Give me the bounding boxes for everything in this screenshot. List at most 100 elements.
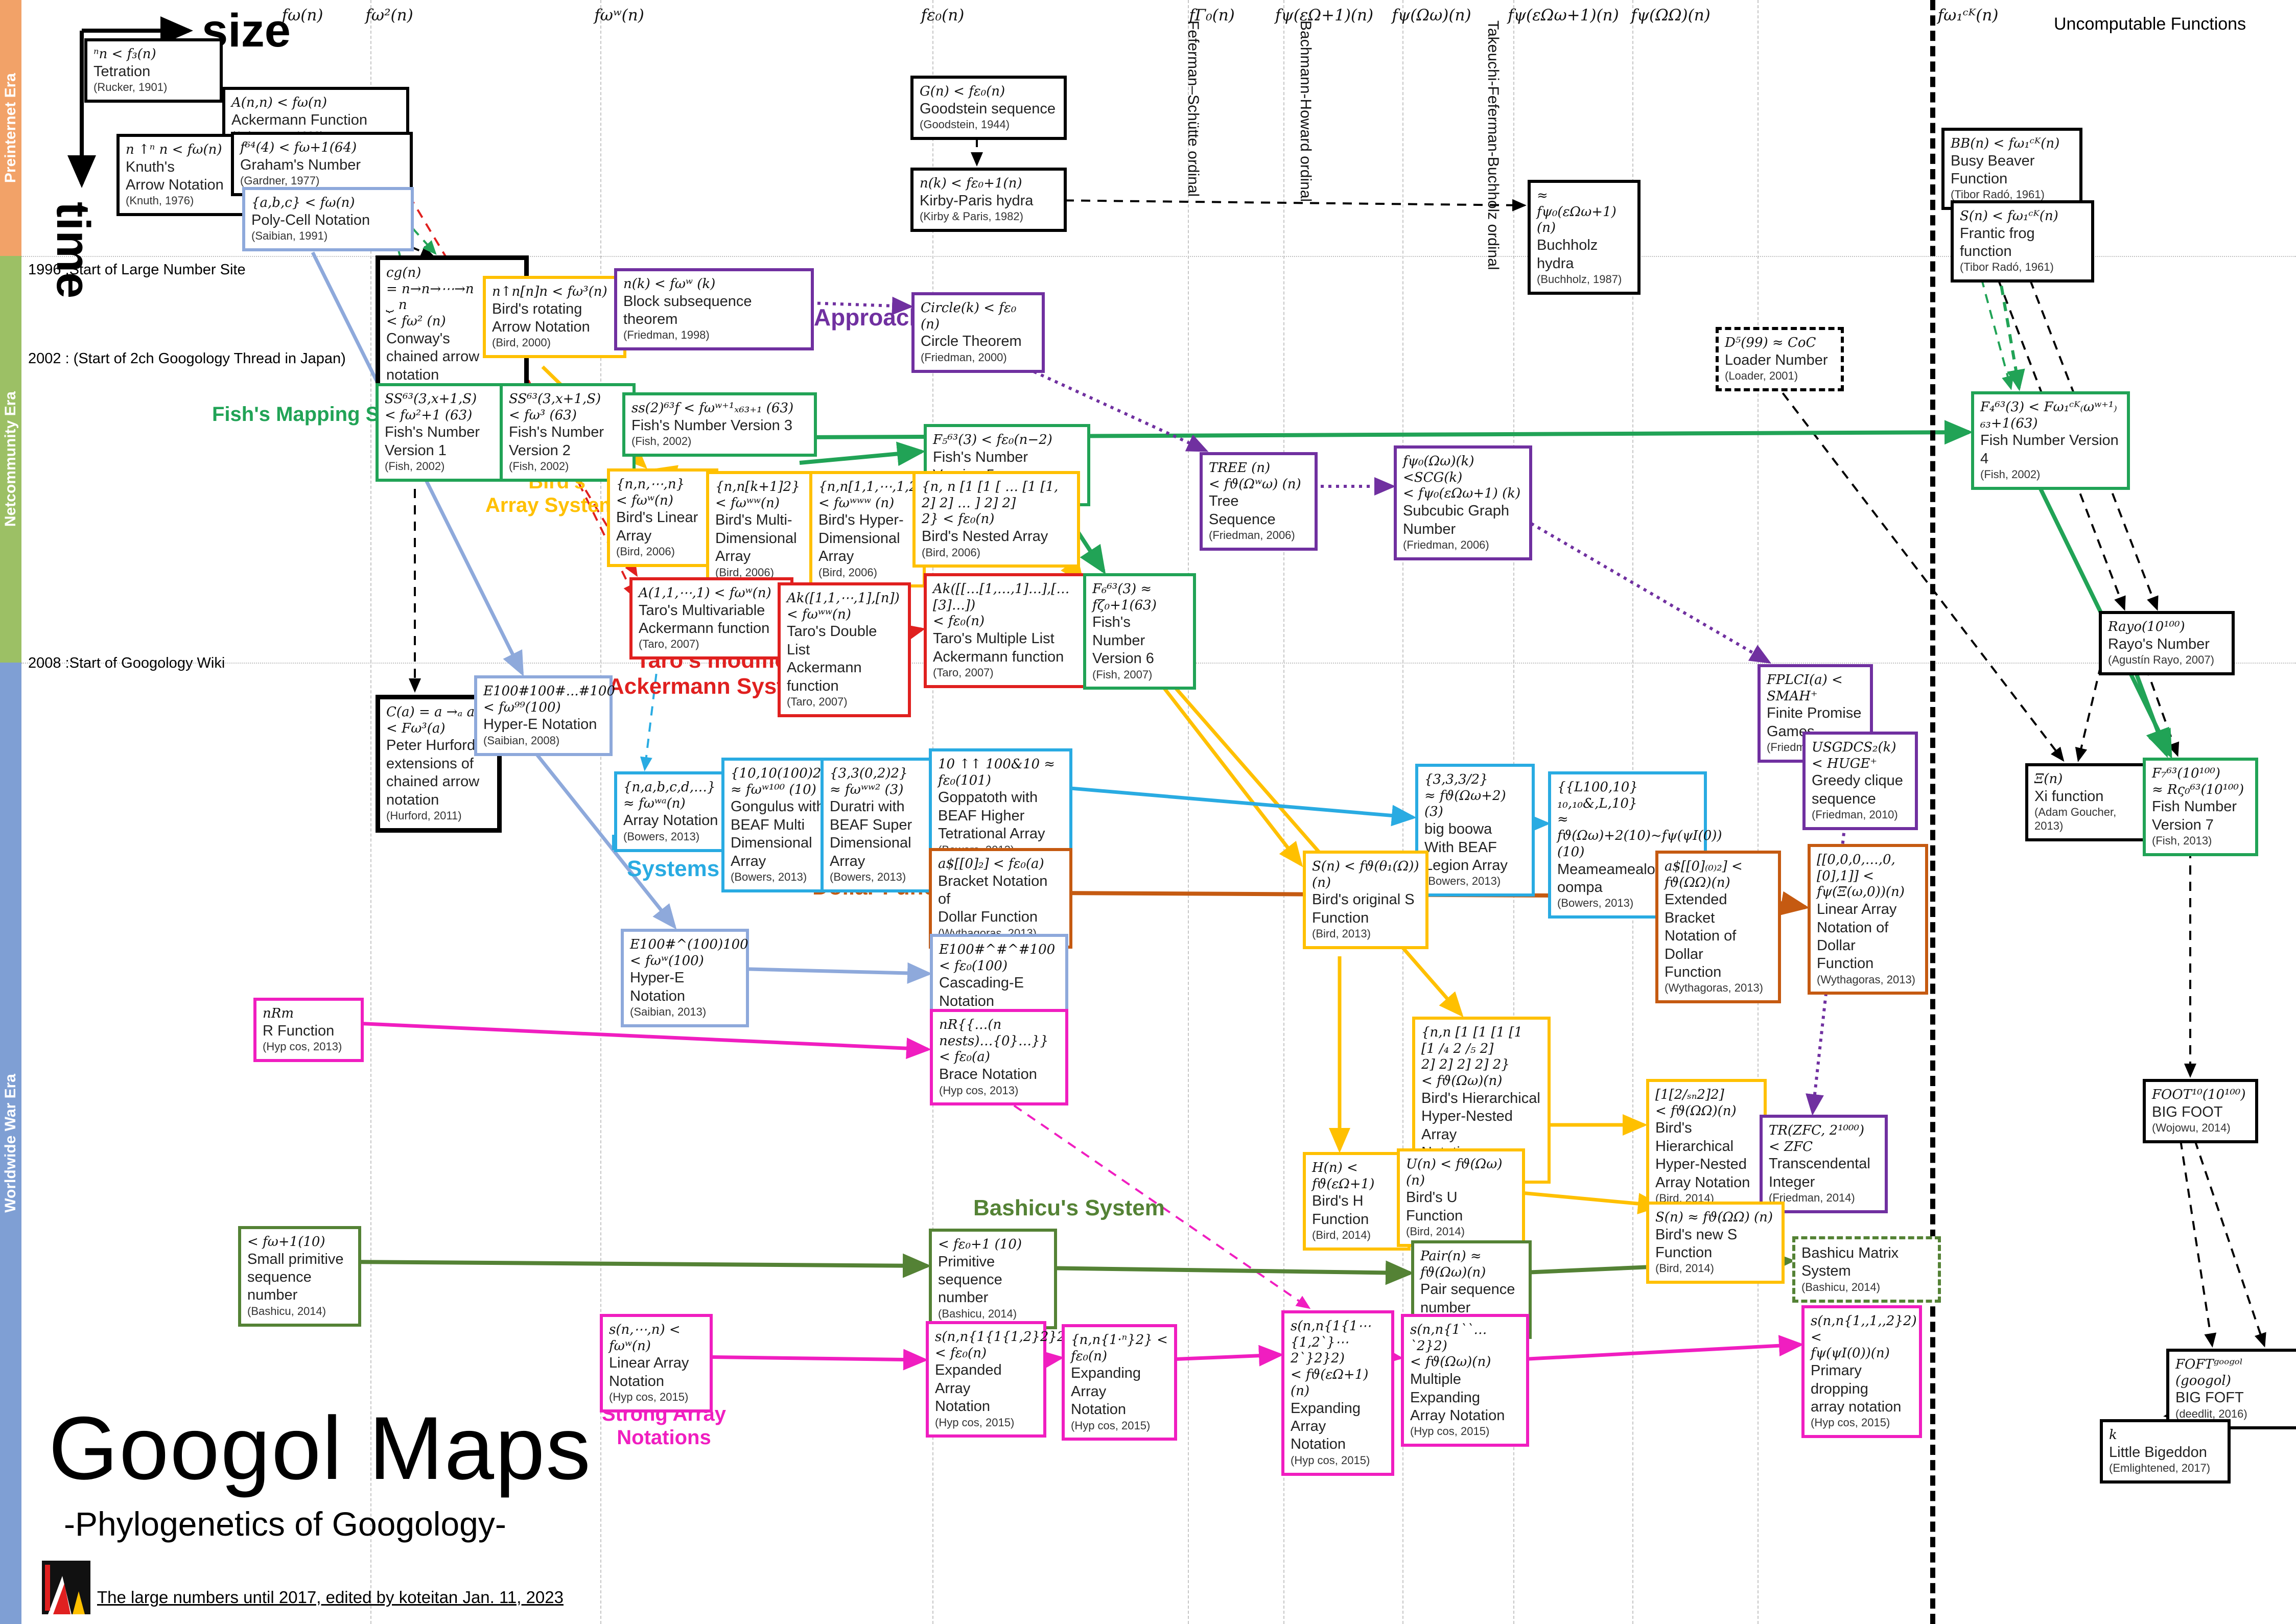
node-tree-formula: TREE (n) <box>1209 460 1271 476</box>
node-primseq-label: Primitive sequence <box>938 1253 1002 1288</box>
node-tetration-credit: (Rucker, 1901) <box>93 81 168 94</box>
node-fish7-formula: ≈ Rς₀⁶³(10¹⁰⁰) <box>2152 782 2244 797</box>
node-bigfoft-formula: FOFTᵍᵒᵒᵍᵒˡ (googol) <box>2175 1357 2243 1388</box>
timeline-label: 2002 : (Start of 2ch Googology Thread in… <box>28 350 346 367</box>
column-separator <box>1188 0 1189 1624</box>
node-taromulti-label: Taro's Multivariable <box>639 602 765 619</box>
node-birdoriginals-label: Bird's original S <box>1312 891 1415 908</box>
node-fish7-formula: F₇⁶³(10¹⁰⁰) <box>2152 766 2220 781</box>
node-expandingarr1-formula: {n,n{1·ⁿ}2} < fε₀(n) <box>1071 1332 1168 1364</box>
node-birdhier2-label: Array Notation <box>1655 1174 1750 1191</box>
edge <box>2131 665 2169 758</box>
node-ufunction-label: Bird's U Function <box>1406 1189 1463 1224</box>
node-bigfoot-formula: FOOT¹⁰(10¹⁰⁰) <box>2152 1087 2246 1102</box>
node-circle-label: Circle Theorem <box>921 333 1022 350</box>
node-xifunction-label: Xi function <box>2034 788 2104 805</box>
node-duratri-formula: {3,3(0,2)2} <box>830 766 908 781</box>
node-primseq-label: number <box>938 1289 989 1306</box>
node-kirby-credit: (Kirby & Paris, 1982) <box>920 210 1023 223</box>
era-bar-netcommunity-era: Netcommunity Era <box>0 256 21 663</box>
node-fish1-label: Version 1 <box>385 442 447 459</box>
edge <box>1037 1260 1414 1285</box>
column-header: fω₁ᶜᴷ(n) <box>1937 6 1999 25</box>
node-loader-credit: (Loader, 2001) <box>1725 369 1798 383</box>
node-bigboowa-label: With BEAF <box>1424 839 1497 856</box>
node-hurford-formula: C(a) = a →ₐ a <box>386 704 475 720</box>
ordinal-label: Feferman–Schütte ordinal <box>1185 20 1202 197</box>
koteitan-logo <box>42 1561 90 1614</box>
edge <box>1504 1189 1663 1215</box>
node-birdnested-formula: {n, n [1 [1 [ … [1 [1, 2] 2] … ] 2] 2] <box>922 479 1059 511</box>
era-bar-preinternet-era: Preinternet Era <box>0 0 21 256</box>
node-birdoriginals-credit: (Bird, 2013) <box>1312 927 1371 940</box>
node-fish3-credit: (Fish, 2002) <box>631 435 692 448</box>
node-primseq-formula: < fε₀+1 (10) <box>938 1237 1022 1252</box>
page-subtitle: -Phylogenetics of Googology- <box>64 1505 506 1543</box>
node-fish4-formula: F₄⁶³(3) < Fω₁ᶜᴷ₍ωʷ⁺¹₎₆₃+1(63) <box>1980 399 2117 431</box>
node-fish1-formula: < fω²+1 (63) <box>385 407 473 423</box>
era-label: Worldwide War Era <box>2 1074 19 1213</box>
node-smallprim-label: sequence number <box>247 1269 312 1304</box>
node-bashicumatrix-label: Bashicu Matrix System <box>1801 1245 1899 1280</box>
node-gongulus-formula: {10,10(100)2} <box>731 766 830 781</box>
node-taromultiple: Ak([[…[1,…,1]…],[…[3]…])< fε₀(n)Taro's M… <box>924 573 1088 688</box>
node-birdmulti: {n,n[k+1]2}< fωʷʷ(n)Bird's Multi-Dimensi… <box>706 471 821 588</box>
column-header: fΓ₀(n) <box>1189 6 1235 25</box>
node-birdhyper: {n,n[1,1,⋯,1,2]2}< fωʷʷʷ (n)Bird's Hyper… <box>809 471 940 588</box>
node-franticfrog-formula: S(n) < fω₁ᶜᴷ(n) <box>1960 208 2058 224</box>
node-gongulus-label: BEAF Multi <box>731 816 805 833</box>
node-primarydropping-label: array notation <box>1811 1398 1902 1415</box>
node-arraynotation-formula: ≈ fωʷᵃ(n) <box>623 795 686 811</box>
node-expandedarr: s(n,n{1{1{1,2}2}2}2)< fε₀(n)Expanded Arr… <box>926 1321 1088 1438</box>
node-birdnested-credit: (Bird, 2006) <box>922 546 980 559</box>
node-expandingarr2: s(n,n{1{1⋯{1,2`}⋯ 2`}2}2)< fϑ(εΩ+1)(n)Ex… <box>1281 1310 1394 1476</box>
node-linearnot-formula: s(n,⋯,n) < fωʷ(n) <box>609 1322 681 1354</box>
node-xifunction-credit: (Adam Goucher, 2013) <box>2034 806 2117 832</box>
node-bigfoot: FOOT¹⁰(10¹⁰⁰)BIG FOOT(Wojowu, 2014) <box>2143 1079 2258 1143</box>
column-header: fω²(n) <box>365 6 413 25</box>
node-subcubic-formula: fψ₀(Ωω)(k)<SCG(k) <box>1403 454 1474 485</box>
node-birdmulti-formula: {n,n[k+1]2} <box>715 479 800 495</box>
node-tetration-label: Tetration <box>93 63 151 80</box>
node-loader-label: Loader Number <box>1725 351 1828 368</box>
node-ackermann-formula: A(n,n) < fω(n) <box>231 95 327 110</box>
node-hypere2013: E100#^(100)100< fωʷ(100)Hyper-E Notation… <box>621 929 749 1028</box>
node-lineardollar-label: Function <box>1817 955 1874 972</box>
node-tree: TREE (n)< fϑ(Ωʷω) (n)Tree Sequence(Fried… <box>1200 452 1318 551</box>
node-goodstein-formula: G(n) < fε₀(n) <box>920 84 1005 99</box>
node-birdhier2-formula: [1[2/ₛₙ2]2] <box>1655 1087 1724 1102</box>
era-bar-worldwide-war-era: Worldwide War Era <box>0 663 21 1624</box>
edge <box>1048 199 1527 211</box>
node-busybeaver-credit: (Tibor Radó, 1961) <box>1951 188 2045 201</box>
node-gongulus-formula: ≈ fωʷ¹⁰⁰ (10) <box>731 782 816 797</box>
node-ufunction-formula: U(n) < fϑ(Ωω)(n) <box>1406 1157 1503 1188</box>
page-title: Googol Maps <box>49 1399 592 1498</box>
node-birdmulti-label: Bird's Multi- <box>715 512 792 529</box>
edge <box>1772 379 2065 762</box>
node-birdoriginals-formula: S(n) < fϑ(θ₁(Ω))(n) <box>1312 859 1419 890</box>
node-rayo: Rayo(10¹⁰⁰)Rayo's Number(Agustín Rayo, 2… <box>2099 611 2235 675</box>
node-knuth-label: Knuth's <box>126 158 175 175</box>
node-blocksubseq-label: Block subsequence theorem <box>623 293 752 328</box>
node-bracketdollar-label: Dollar Function <box>938 909 1038 926</box>
node-rayo-credit: (Agustín Rayo, 2007) <box>2108 653 2214 667</box>
edge <box>1157 1345 1284 1367</box>
node-blocksubseq-credit: (Friedman, 1998) <box>623 328 710 342</box>
node-knuth-formula: n ↑ⁿ n < fω(n) <box>126 142 222 157</box>
node-birdnested-formula: 2} < fε₀(n) <box>922 511 995 527</box>
node-birdlinear-label: Array <box>616 527 652 544</box>
node-birdhier2-label: Hyper-Nested <box>1655 1156 1747 1173</box>
node-expandedarr-credit: (Hyp cos, 2015) <box>935 1416 1015 1429</box>
node-gongulus-label: Dimensional <box>731 835 812 852</box>
node-hypere2013-label: Hyper-E Notation <box>630 970 686 1004</box>
node-polycell-formula: {a,b,c} < fω(n) <box>251 195 355 210</box>
